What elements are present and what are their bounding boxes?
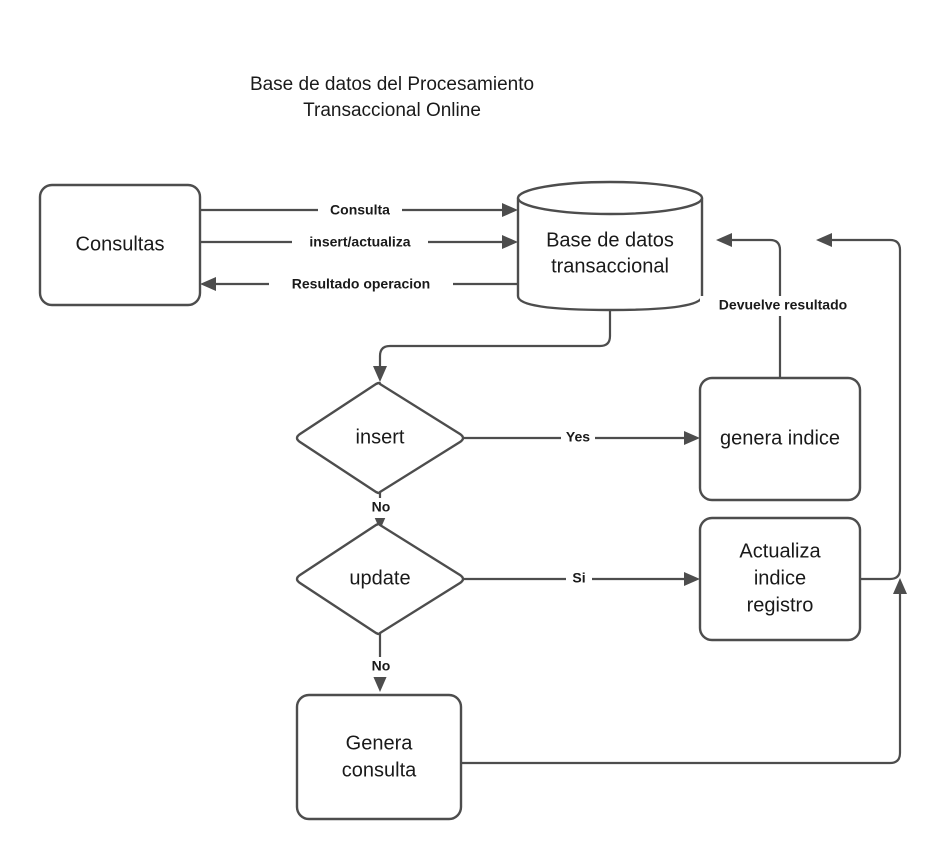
node-update-decision[interactable]: update	[295, 522, 465, 636]
edge-label-update-no: No	[364, 657, 396, 677]
node-consultas-label: Consultas	[76, 233, 165, 255]
node-actualiza-indice-label-line-3: registro	[747, 594, 814, 616]
edge-label-insert-no-bg	[364, 498, 396, 518]
edge-label-update-si-bg	[566, 569, 592, 589]
edge-label-update-si-text: Si	[572, 570, 585, 586]
node-update-decision-label: update	[349, 567, 410, 589]
edge-label-resultado-operacion-bg	[269, 274, 453, 294]
edge-db-to-insert	[373, 308, 612, 382]
node-base-datos-label-line-1: Base de datos	[546, 229, 674, 251]
node-insert-decision[interactable]: insert	[295, 381, 465, 495]
diagram-title: Base de datos del Procesamiento Transacc…	[250, 74, 534, 121]
node-base-datos-transaccional[interactable]: Base de datos transaccional	[516, 180, 704, 312]
node-genera-consulta-label-line-1: Genera	[346, 732, 414, 754]
node-actualiza-indice-label-line-1: Actualiza	[739, 540, 821, 562]
node-actualiza-indice-registro[interactable]: Actualiza indice registro	[698, 516, 862, 642]
edge-consulta-arrowhead	[502, 203, 518, 217]
edge-insert-yes-arrowhead	[684, 431, 700, 445]
node-consultas[interactable]: Consultas	[38, 183, 202, 307]
edge-actualiza-to-riser-arrowhead	[816, 233, 832, 247]
edge-label-devuelve-resultado-text: Devuelve resultado	[719, 297, 847, 313]
node-genera-consulta-shape[interactable]	[295, 693, 463, 821]
node-consultas-shape[interactable]	[38, 183, 202, 307]
node-insert-decision-label: insert	[356, 426, 405, 448]
edge-label-insert-actualiza-text: insert/actualiza	[309, 234, 410, 250]
edge-label-devuelve-resultado-bg	[700, 296, 866, 316]
node-genera-consulta[interactable]: Genera consulta	[295, 693, 463, 821]
edge-label-insert-actualiza: insert/actualiza	[292, 232, 428, 252]
edge-update-si-arrowhead	[684, 572, 700, 586]
node-genera-indice-shape[interactable]	[698, 376, 862, 502]
edge-label-insert-yes: Yes	[561, 428, 595, 448]
edge-insert-actualiza-arrowhead	[502, 235, 518, 249]
node-base-datos-label-line-2: transaccional	[551, 255, 669, 277]
node-update-decision-shape[interactable]	[295, 522, 465, 636]
title-line-1: Base de datos del Procesamiento	[250, 74, 534, 95]
edge-label-consulta-bg	[318, 200, 402, 220]
edge-label-update-si: Si	[566, 569, 592, 589]
edge-label-insert-no: No	[364, 498, 396, 518]
edge-label-insert-yes-text: Yes	[566, 429, 590, 445]
edge-label-insert-no-text: No	[372, 499, 391, 515]
edge-genera-indice-to-db-line	[729, 238, 782, 378]
node-genera-indice[interactable]: genera indice	[698, 376, 862, 502]
edge-db-to-insert-line	[378, 308, 612, 368]
node-actualiza-indice-registro-shape[interactable]	[698, 516, 862, 642]
edge-resultado-operacion-arrowhead	[200, 277, 216, 291]
edge-label-consulta: Consulta	[318, 200, 402, 220]
node-base-datos-body[interactable]	[516, 196, 704, 312]
edge-label-resultado-operacion: Resultado operacion	[269, 274, 453, 294]
edge-label-consulta-text: Consulta	[330, 202, 390, 218]
edge-label-update-no-text: No	[372, 658, 391, 674]
edge-actualiza-to-riser-line	[829, 238, 902, 581]
node-genera-consulta-label-line-2: consulta	[342, 759, 417, 781]
edge-label-update-no-bg	[364, 657, 396, 677]
edge-label-devuelve-resultado: Devuelve resultado	[700, 296, 866, 316]
edge-genera-consulta-to-riser-arrowhead	[893, 578, 907, 594]
edge-actualiza-to-riser	[816, 233, 902, 581]
edge-db-to-insert-arrowhead	[373, 366, 387, 382]
edge-label-insert-actualiza-bg	[292, 232, 428, 252]
node-actualiza-indice-label-line-2: indice	[754, 567, 806, 589]
node-insert-decision-shape[interactable]	[295, 381, 465, 495]
node-base-datos-top-ellipse	[516, 180, 704, 216]
edge-update-no-arrowhead	[373, 676, 387, 692]
edge-genera-indice-to-db-arrowhead	[716, 233, 732, 247]
edge-genera-consulta-to-riser	[461, 578, 907, 765]
title-line-2: Transaccional Online	[303, 100, 481, 121]
node-genera-indice-label: genera indice	[720, 427, 840, 449]
edge-genera-consulta-to-riser-line	[461, 592, 902, 765]
edge-label-insert-yes-bg	[561, 428, 595, 448]
edge-genera-indice-to-db	[716, 233, 782, 378]
edge-label-resultado-operacion-text: Resultado operacion	[292, 276, 430, 292]
